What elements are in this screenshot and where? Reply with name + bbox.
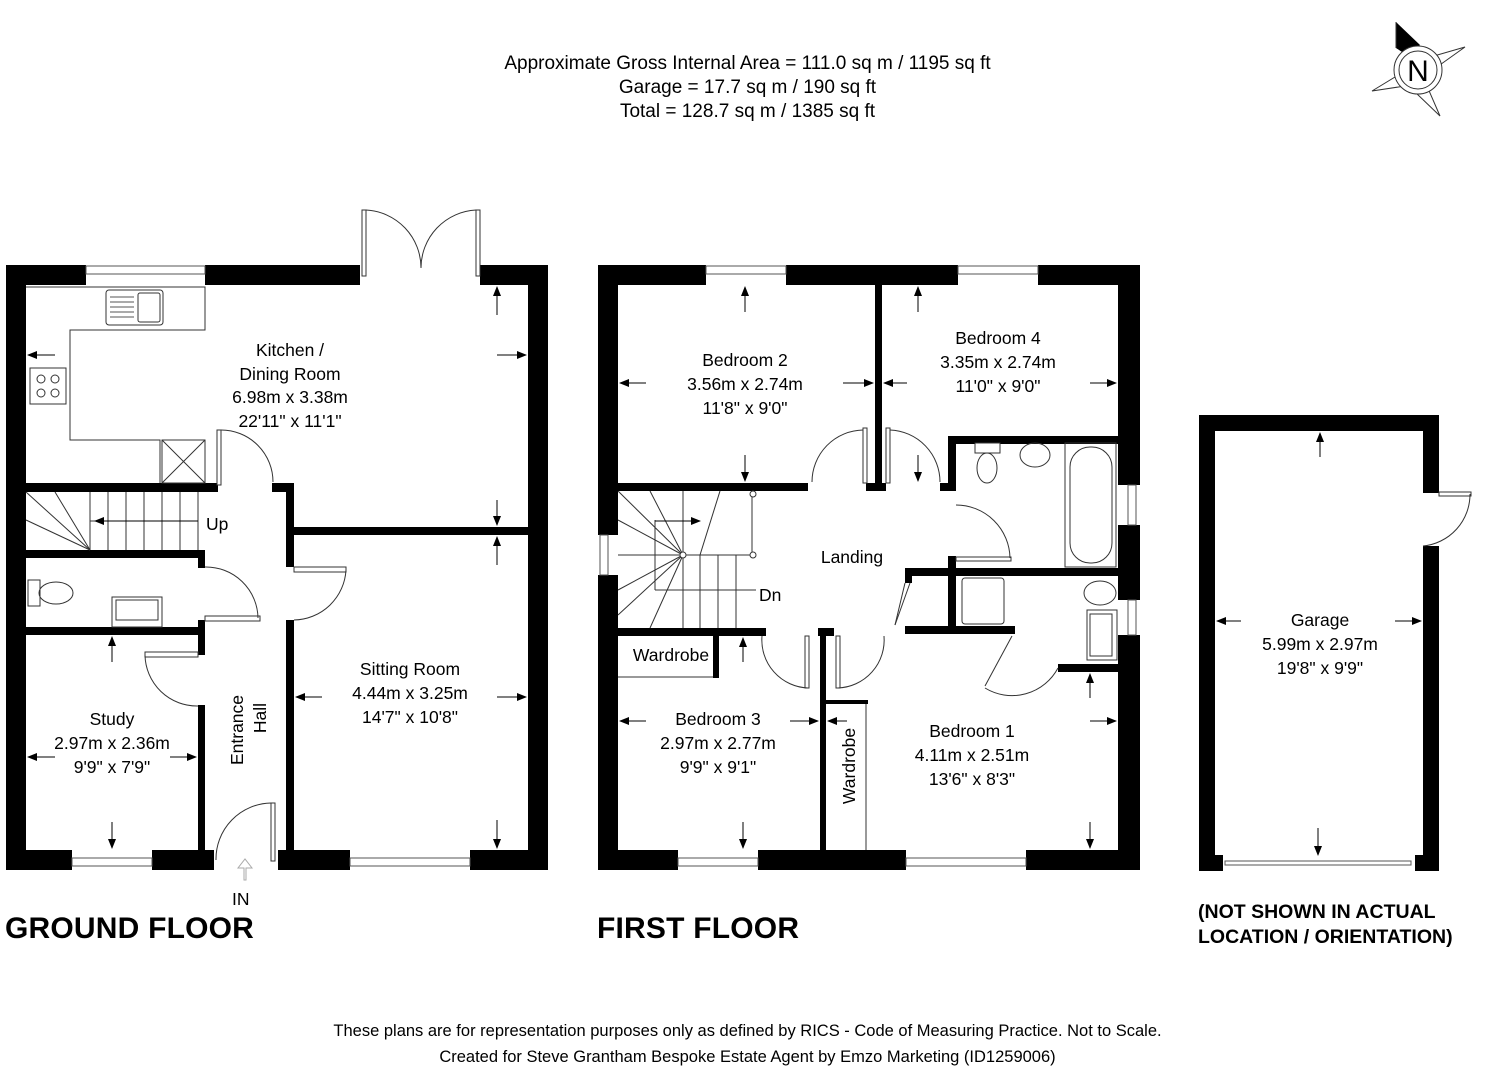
svg-text:9'9" x 9'1": 9'9" x 9'1"	[680, 757, 757, 777]
wardrobe-label-bedroom1: Wardrobe	[839, 728, 859, 804]
svg-text:11'8" x 9'0": 11'8" x 9'0"	[703, 398, 788, 418]
stairs-down-label: Dn	[759, 585, 781, 605]
entrance-in-label: IN	[232, 889, 250, 909]
svg-text:4.11m x 2.51m: 4.11m x 2.51m	[915, 745, 1029, 765]
wardrobe-label-bedroom3: Wardrobe	[633, 645, 709, 665]
svg-text:Sitting Room: Sitting Room	[360, 659, 460, 679]
room-kitchen-dining: Kitchen / Dining Room 6.98m x 3.38m 22'1…	[232, 340, 348, 431]
svg-text:14'7" x 10'8": 14'7" x 10'8"	[362, 707, 458, 727]
ground-floor-plan: Up IN Kitche	[6, 209, 548, 909]
svg-text:2.97m x 2.77m: 2.97m x 2.77m	[660, 733, 776, 753]
garage-note-line1: (NOT SHOWN IN ACTUAL	[1198, 901, 1436, 923]
svg-text:Bedroom 3: Bedroom 3	[675, 709, 761, 729]
credit-text: Created for Steve Grantham Bespoke Estat…	[439, 1048, 1056, 1066]
svg-text:Entrance: Entrance	[227, 695, 247, 765]
footer: These plans are for representation purpo…	[0, 1018, 1495, 1070]
svg-text:Hall: Hall	[250, 703, 270, 733]
total-area: Total = 128.7 sq m / 1385 sq ft	[619, 101, 876, 122]
svg-text:Study: Study	[90, 709, 135, 729]
svg-text:Bedroom 1: Bedroom 1	[929, 721, 1015, 741]
room-sitting-room: Sitting Room 4.44m x 3.25m 14'7" x 10'8"	[352, 659, 468, 727]
room-bedroom-2: Bedroom 2 3.56m x 2.74m 11'8" x 9'0"	[687, 350, 803, 418]
entrance-arrow-icon	[236, 858, 254, 881]
svg-text:Dining Room: Dining Room	[239, 364, 340, 384]
area-summary: Approximate Gross Internal Area = 111.0 …	[0, 52, 1495, 124]
svg-text:9'9" x 7'9": 9'9" x 7'9"	[74, 757, 151, 777]
svg-text:Garage: Garage	[1291, 610, 1349, 630]
svg-text:22'11" x 11'1": 22'11" x 11'1"	[238, 411, 341, 431]
svg-text:Bedroom 2: Bedroom 2	[702, 350, 788, 370]
landing-label: Landing	[821, 547, 883, 567]
stairs-up-label: Up	[206, 514, 228, 534]
compass-north-label: N	[1407, 55, 1429, 88]
garage-plan: Garage 5.99m x 2.97m 19'8" x 9'9"	[1199, 415, 1472, 871]
svg-text:Bedroom 4: Bedroom 4	[955, 328, 1041, 348]
svg-text:5.99m x 2.97m: 5.99m x 2.97m	[1262, 634, 1378, 654]
gross-internal-area: Approximate Gross Internal Area = 111.0 …	[504, 53, 991, 74]
room-study: Study 2.97m x 2.36m 9'9" x 7'9"	[54, 709, 170, 777]
room-bedroom-3: Bedroom 3 2.97m x 2.77m 9'9" x 9'1"	[660, 709, 776, 777]
room-bedroom-4: Bedroom 4 3.35m x 2.74m 11'0" x 9'0"	[940, 328, 1056, 396]
first-floor-plan: Dn Landing Wardrobe Wardrobe	[598, 265, 1140, 870]
svg-text:2.97m x 2.36m: 2.97m x 2.36m	[54, 733, 170, 753]
north-compass-icon: N	[1371, 22, 1466, 117]
svg-text:6.98m x 3.38m: 6.98m x 3.38m	[232, 387, 348, 407]
svg-text:3.35m x 2.74m: 3.35m x 2.74m	[940, 352, 1056, 372]
room-garage: Garage 5.99m x 2.97m 19'8" x 9'9"	[1262, 610, 1378, 678]
disclaimer-text: These plans are for representation purpo…	[333, 1022, 1162, 1040]
garage-orientation-note: (NOT SHOWN IN ACTUAL LOCATION / ORIENTAT…	[1198, 900, 1453, 950]
ground-floor-title: GROUND FLOOR	[5, 912, 255, 945]
garage-note-line2: LOCATION / ORIENTATION)	[1198, 926, 1453, 948]
svg-text:19'8" x 9'9": 19'8" x 9'9"	[1277, 658, 1363, 678]
svg-text:4.44m x 3.25m: 4.44m x 3.25m	[352, 683, 468, 703]
svg-text:13'6" x 8'3": 13'6" x 8'3"	[929, 769, 1015, 789]
svg-text:Kitchen /: Kitchen /	[256, 340, 324, 360]
svg-text:11'0" x 9'0": 11'0" x 9'0"	[956, 376, 1041, 396]
first-floor-title: FIRST FLOOR	[597, 912, 800, 945]
svg-text:3.56m x 2.74m: 3.56m x 2.74m	[687, 374, 803, 394]
room-bedroom-1: Bedroom 1 4.11m x 2.51m 13'6" x 8'3"	[915, 721, 1029, 789]
room-entrance-hall: Entrance Hall	[227, 695, 270, 765]
garage-area: Garage = 17.7 sq m / 190 sq ft	[618, 77, 877, 98]
